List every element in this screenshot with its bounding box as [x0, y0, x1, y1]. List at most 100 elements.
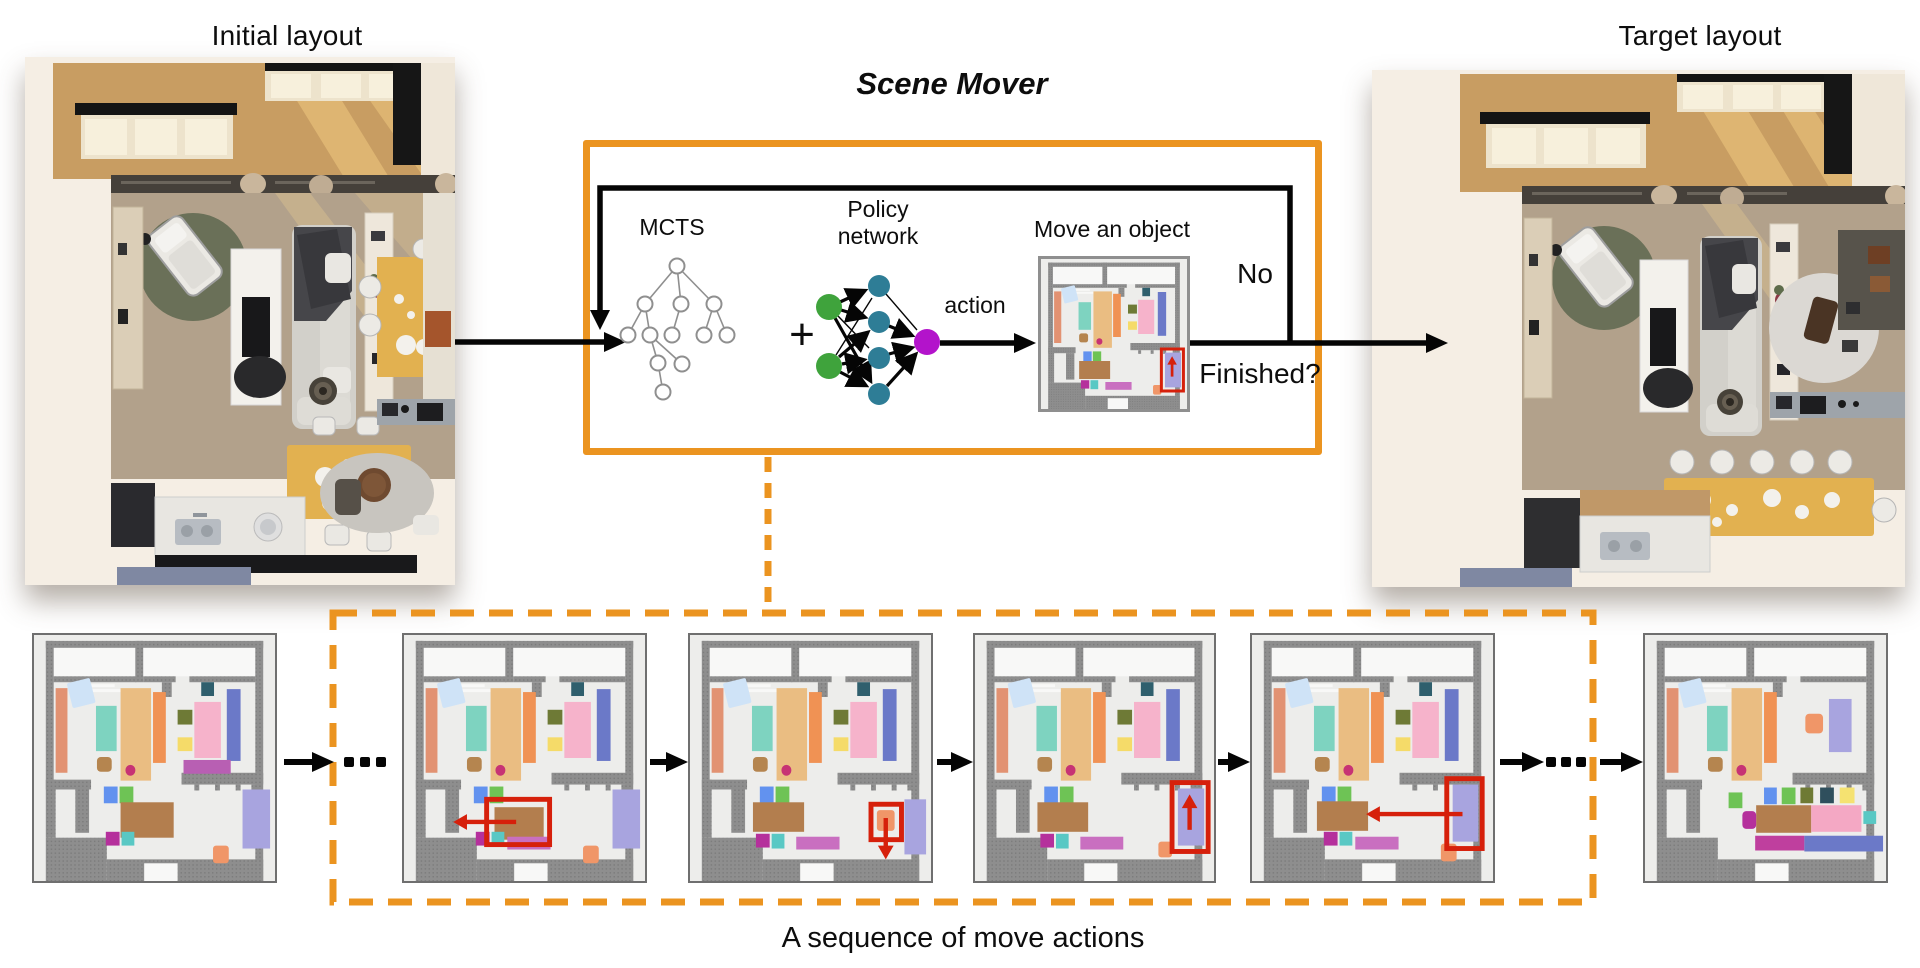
mcts-label: MCTS [639, 214, 705, 240]
wall [621, 784, 627, 791]
floorplan-step-6 [1643, 633, 1888, 883]
wall [1130, 343, 1180, 351]
furniture-item [752, 802, 805, 832]
wall [701, 640, 710, 780]
furniture-item [1756, 805, 1812, 833]
furniture-item [1764, 692, 1777, 763]
furniture-item [55, 688, 68, 773]
furniture-item [1060, 688, 1092, 781]
furniture-item [1323, 831, 1338, 846]
wall [1048, 347, 1076, 354]
wall [415, 837, 477, 881]
wall [986, 779, 997, 838]
furniture-item [547, 709, 563, 725]
furniture-item [1054, 291, 1062, 343]
wall [181, 772, 264, 785]
target-left-console [1523, 217, 1553, 399]
furniture-item [1166, 689, 1180, 761]
wall [1172, 350, 1176, 354]
wall [1075, 640, 1084, 683]
furniture-item [1117, 737, 1133, 752]
furniture-item [1828, 698, 1852, 753]
wall [45, 640, 54, 780]
furniture-item [1128, 304, 1137, 314]
wall [1656, 779, 1703, 790]
wall [1154, 784, 1160, 791]
furniture-item [1371, 692, 1384, 763]
target-layout-render [1372, 70, 1905, 587]
furniture-item [833, 709, 849, 725]
furniture-item [1036, 705, 1057, 752]
wall [1379, 682, 1390, 697]
policy-network-label: Policy network [837, 196, 919, 249]
furniture-item [752, 757, 768, 772]
wall [45, 837, 107, 881]
wall [1846, 784, 1852, 791]
furniture-item [1804, 835, 1884, 852]
furniture-item [1080, 836, 1124, 850]
wall [564, 784, 570, 791]
wall [1263, 640, 1482, 648]
furniture-item [1781, 787, 1796, 805]
wall [1772, 682, 1783, 697]
wall [551, 772, 634, 785]
wall [531, 682, 542, 697]
finished-label: Finished? [1199, 358, 1321, 389]
wall [1664, 676, 1748, 683]
furniture-item [751, 705, 773, 752]
move-highlight-box [1169, 780, 1211, 854]
furniture-item [473, 786, 488, 804]
furniture-item [796, 836, 840, 850]
furniture-item [583, 845, 599, 864]
target-layout-photo [1372, 70, 1905, 587]
wall [559, 676, 626, 683]
wall [255, 640, 264, 881]
wall [1015, 789, 1030, 833]
target-right-kitchen-counter [1838, 230, 1905, 330]
wall [1048, 262, 1180, 267]
wall [1754, 676, 1787, 683]
furniture-item [213, 845, 229, 864]
wall [415, 779, 426, 838]
initial-bottom-kitchen [111, 483, 417, 585]
furniture-item [1044, 786, 1058, 804]
wall [75, 789, 90, 833]
furniture-item [437, 678, 466, 708]
wall [53, 676, 137, 683]
wall [189, 676, 256, 683]
wall [194, 784, 200, 791]
wall [701, 779, 748, 790]
furniture-item [242, 789, 271, 849]
furniture-item [95, 705, 117, 752]
furniture-item [1093, 692, 1106, 763]
initial-breakfast-rug [320, 453, 439, 535]
wall [1473, 640, 1482, 881]
initial-sofa [292, 225, 356, 429]
furniture-item [1273, 688, 1286, 773]
wall [235, 784, 241, 791]
move-direction-arrowhead [1181, 794, 1198, 809]
furniture-item [1337, 786, 1352, 804]
wall [415, 640, 424, 780]
furniture-item [1158, 841, 1173, 858]
furniture-item [781, 764, 792, 776]
furniture-item [495, 764, 506, 776]
furniture-item [1764, 787, 1777, 805]
wall [986, 837, 1048, 881]
wall [1271, 676, 1355, 683]
furniture-item [1092, 351, 1102, 362]
wall [1825, 784, 1831, 791]
furniture-item [1678, 678, 1707, 708]
furniture-item [612, 789, 641, 849]
wall [1083, 676, 1116, 683]
furniture-item [125, 764, 136, 776]
target-layout-title: Target layout [1618, 20, 1782, 51]
wall [161, 682, 172, 697]
furniture-item [1707, 757, 1723, 772]
initial-right-kitchen [377, 193, 455, 425]
move-direction-arrowhead [1167, 356, 1177, 365]
wall [891, 784, 897, 791]
furniture-item [1055, 833, 1069, 849]
wall [513, 676, 546, 683]
wall [911, 640, 920, 881]
